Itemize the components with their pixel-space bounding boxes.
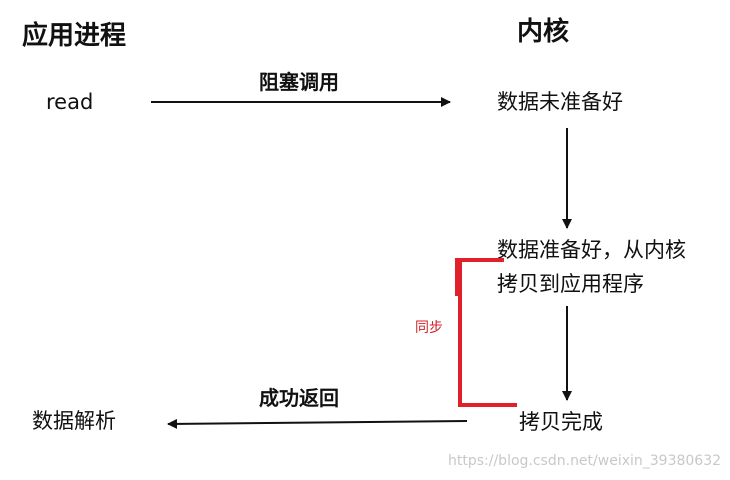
data-not-ready-label: 数据未准备好 bbox=[497, 90, 623, 114]
app-process-heading: 应用进程 bbox=[22, 21, 127, 51]
watermark: https://blog.csdn.net/weixin_39380632 bbox=[448, 453, 722, 469]
sync-bracket bbox=[455, 258, 517, 407]
copy-complete-label: 拷贝完成 bbox=[519, 410, 603, 434]
data-parse-label: 数据解析 bbox=[32, 409, 116, 433]
success-return-arrow bbox=[167, 418, 468, 429]
read-call-label: read bbox=[46, 90, 94, 114]
kernel-heading: 内核 bbox=[517, 17, 570, 47]
blocking-call-label: 阻塞调用 bbox=[259, 70, 339, 94]
success-return-label: 成功返回 bbox=[259, 386, 339, 410]
data-ready-line1: 数据准备好，从内核 bbox=[497, 238, 686, 262]
data-ready-line2: 拷贝到应用程序 bbox=[497, 272, 644, 296]
sync-label: 同步 bbox=[415, 320, 443, 336]
